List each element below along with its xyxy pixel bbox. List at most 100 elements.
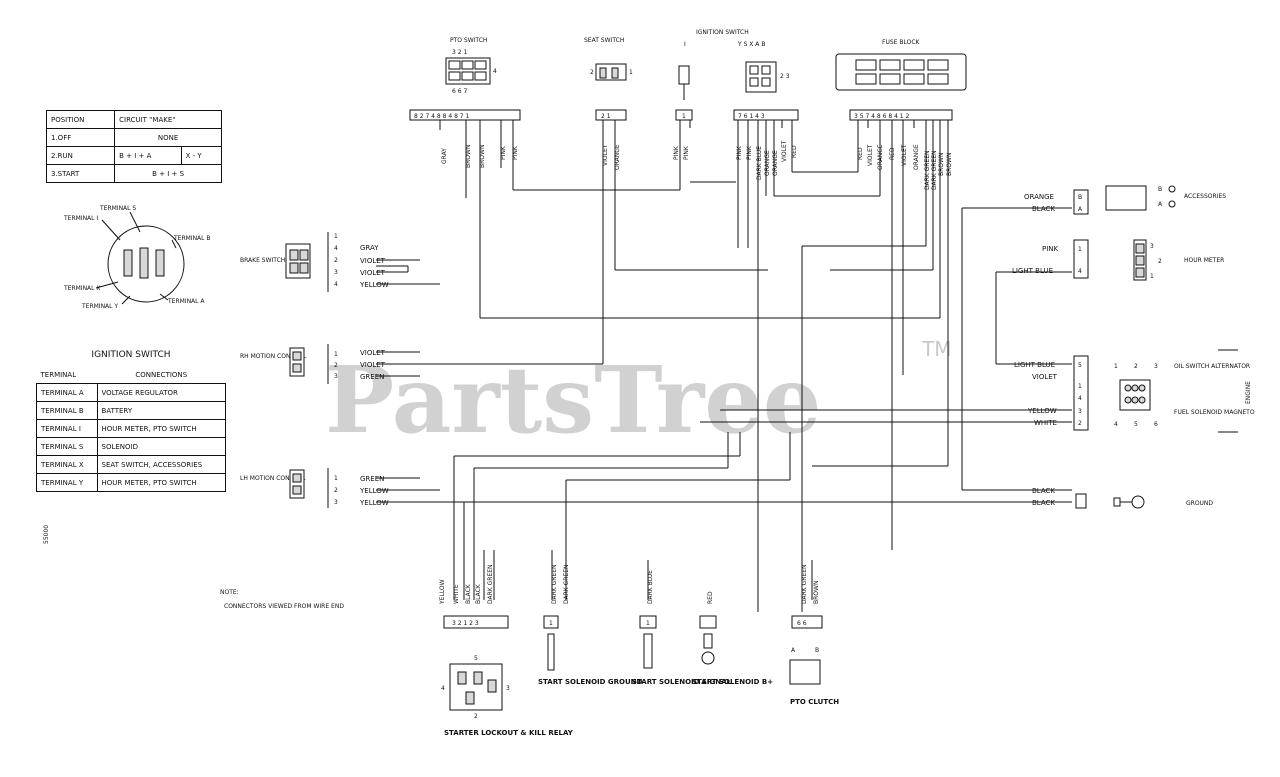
doc-code: 55000 xyxy=(43,525,50,544)
start-solenoid-signal: DARK BLUE 1 START SOLENOID SIGNAL xyxy=(632,560,732,686)
ign-row-6-connection: HOUR METER, PTO SWITCH xyxy=(96,473,227,492)
note-text: CONNECTORS VIEWED FROM WIRE END xyxy=(224,603,344,610)
wire-label-ign-pink-2: PINK xyxy=(683,145,690,160)
engine-top-labels: OIL SWITCH ALTERNATOR xyxy=(1174,363,1250,370)
wire-label-gray: GRAY xyxy=(441,148,448,164)
eng-pin-3: 3 xyxy=(1078,408,1082,415)
pto-switch: PTO SWITCH 3 2 1 4 6 6 7 xyxy=(445,37,497,95)
ign-wire-pins: 7 6 1 4 3 xyxy=(738,113,765,120)
start-solenoid-ground: DARK GREEN DARK GREEN 1 START SOLENOID G… xyxy=(538,550,643,686)
circuit-header-make: CIRCUIT "MAKE" xyxy=(114,110,222,129)
acc-pin-a: A xyxy=(1078,206,1083,213)
ign-row-4-terminal: TERMINAL S xyxy=(36,437,98,456)
wire-label-dark-blue: DARK BLUE xyxy=(756,146,763,180)
slr-wire-black-2: BLACK xyxy=(475,583,482,604)
ignition-letters: Y S X A B xyxy=(737,41,765,48)
ptoc-pin-a: A xyxy=(791,647,796,654)
eng-conn-pin-4: 4 xyxy=(1114,421,1118,428)
circuit-row-3-position: 3.START xyxy=(45,164,116,183)
ground: BLACK BLACK GROUND xyxy=(1032,487,1213,509)
start-sol-signal-label: START SOLENOID SIGNAL xyxy=(632,678,732,686)
gnd-wire-black-1: BLACK xyxy=(1032,487,1055,495)
pto-switch-pins-bottom: 6 6 7 xyxy=(452,88,467,95)
wire-label-pink-1: PINK xyxy=(500,145,507,160)
rh-pin-3: 3 xyxy=(334,373,338,380)
lh-wire-green: GREEN xyxy=(360,475,384,483)
ign-i-wire-pin: 1 xyxy=(682,113,686,120)
top-wire-labels: GRAY BROWN BROWN PINK PINK VIOLET ORANGE… xyxy=(441,140,953,190)
eng-wire-light-blue: LIGHT BLUE xyxy=(1014,361,1055,369)
brake-wire-yellow: YELLOW xyxy=(359,281,389,289)
brake-wire-violet-1: VIOLET xyxy=(360,257,386,265)
pto-clutch-label: PTO CLUTCH xyxy=(790,698,839,706)
acc-wire-black: BLACK xyxy=(1032,205,1055,213)
engine-connector: LIGHT BLUE VIOLET YELLOW WHITE 5 1 4 3 2… xyxy=(1014,349,1255,433)
eng-wire-yellow: YELLOW xyxy=(1027,407,1057,415)
lh-pin-2: 2 xyxy=(334,487,338,494)
eng-conn-pin-1: 1 xyxy=(1114,363,1118,370)
brake-pin-1: 1 xyxy=(334,233,338,240)
seat-switch-side-pin: 2 xyxy=(590,69,594,76)
accessories: ORANGE BLACK B A B A ACCESSORIES xyxy=(1024,185,1226,215)
ignition-i-label: I xyxy=(684,41,686,48)
fuse-block-label: FUSE BLOCK xyxy=(882,39,921,46)
lh-pin-1: 1 xyxy=(334,475,338,482)
sss-pin: 1 xyxy=(646,620,650,627)
hour-meter-label: HOUR METER xyxy=(1184,257,1224,264)
note-label: NOTE: xyxy=(220,589,239,596)
slr-pins: 3 2 1 2 3 xyxy=(452,620,479,627)
circuit-table: POSITION CIRCUIT "MAKE" 1.OFF NONE 2.RUN… xyxy=(45,110,223,183)
ign-row-3-terminal: TERMINAL I xyxy=(36,419,98,438)
circuit-row-2-position: 2.RUN xyxy=(45,146,116,165)
wire-label-violet: VIOLET xyxy=(602,144,609,166)
terminal-s-label: TERMINAL S xyxy=(99,205,136,212)
eng-pin-5: 5 xyxy=(1078,362,1082,369)
eng-wire-violet: VIOLET xyxy=(1032,373,1058,381)
wire-label-brown-1: BROWN xyxy=(465,145,472,168)
pto-clutch: DARK GREEN BROWN 6 6 A B PTO CLUTCH xyxy=(789,560,839,706)
rh-pin-2: 2 xyxy=(334,362,338,369)
wire-label-brown-2: BROWN xyxy=(479,145,486,168)
rh-motion-label: RH MOTION CONTROL xyxy=(240,353,307,360)
seat-switch-side-pin-right: 1 xyxy=(629,69,633,76)
terminal-b-label: TERMINAL B xyxy=(173,235,211,242)
ignition-header-terminal: TERMINAL xyxy=(36,366,98,384)
watermark-trademark: TM xyxy=(921,337,951,361)
ignition-switch-label: IGNITION SWITCH xyxy=(696,29,749,36)
relay-pin-2: 2 xyxy=(474,713,478,720)
engine-bottom-labels: FUEL SOLENOID MAGNETO xyxy=(1174,409,1255,416)
slr-wire-yellow: YELLOW xyxy=(439,579,446,605)
wire-label-fuse-dkgreen-2: DARK GREEN xyxy=(931,150,938,190)
fuse-block: FUSE BLOCK xyxy=(835,39,967,91)
starter-lockout-relay: YELLOW WHITE BLACK BLACK DARK GREEN 3 2 … xyxy=(439,550,574,737)
hm-pin-1: 1 xyxy=(1078,246,1082,253)
brake-wire-violet-2: VIOLET xyxy=(360,269,386,277)
pto-switch-pins-top: 3 2 1 xyxy=(452,49,467,56)
ptoc-wire-brown: BROWN xyxy=(813,581,820,604)
ground-label: GROUND xyxy=(1186,500,1213,507)
ign-row-2-terminal: TERMINAL B xyxy=(36,401,98,420)
ignition-pins-right: 2 3 xyxy=(780,73,790,80)
slr-wire-dark-green: DARK GREEN xyxy=(487,564,494,604)
circuit-row-1-position: 1.OFF xyxy=(45,128,116,147)
ign-row-5-connection: SEAT SWITCH, ACCESSORIES xyxy=(96,455,227,474)
ignition-table-title: IGNITION SWITCH xyxy=(91,350,171,360)
wire-label-ign-violet: VIOLET xyxy=(781,140,788,162)
ign-i-wire-strip xyxy=(675,109,693,121)
circuit-row-2-circuit: B + I + A xyxy=(114,146,182,165)
terminal-i-label: TERMINAL I xyxy=(63,215,98,222)
eng-pin-4: 4 xyxy=(1078,395,1082,402)
wire-label-fuse-violet-2: VIOLET xyxy=(901,144,908,166)
accessories-label: ACCESSORIES xyxy=(1184,193,1226,200)
relay-pin-4: 4 xyxy=(441,685,445,692)
start-solenoid-b-plus: RED START SOLENOID B+ xyxy=(692,591,773,686)
lh-pin-3: 3 xyxy=(334,499,338,506)
wire-label-ign-orange-1: ORANGE xyxy=(764,150,771,176)
ignition-terminal-diagram: TERMINAL S TERMINAL I TERMINAL B TERMINA… xyxy=(63,205,211,310)
wire-label-ign-pink-1: PINK xyxy=(673,145,680,160)
ign-row-1-connection: VOLTAGE REGULATOR xyxy=(96,383,227,402)
gnd-wire-black-2: BLACK xyxy=(1032,499,1055,507)
starter-lockout-label: STARTER LOCKOUT & KILL RELAY xyxy=(444,729,574,737)
brake-pin-5: 4 xyxy=(334,281,338,288)
